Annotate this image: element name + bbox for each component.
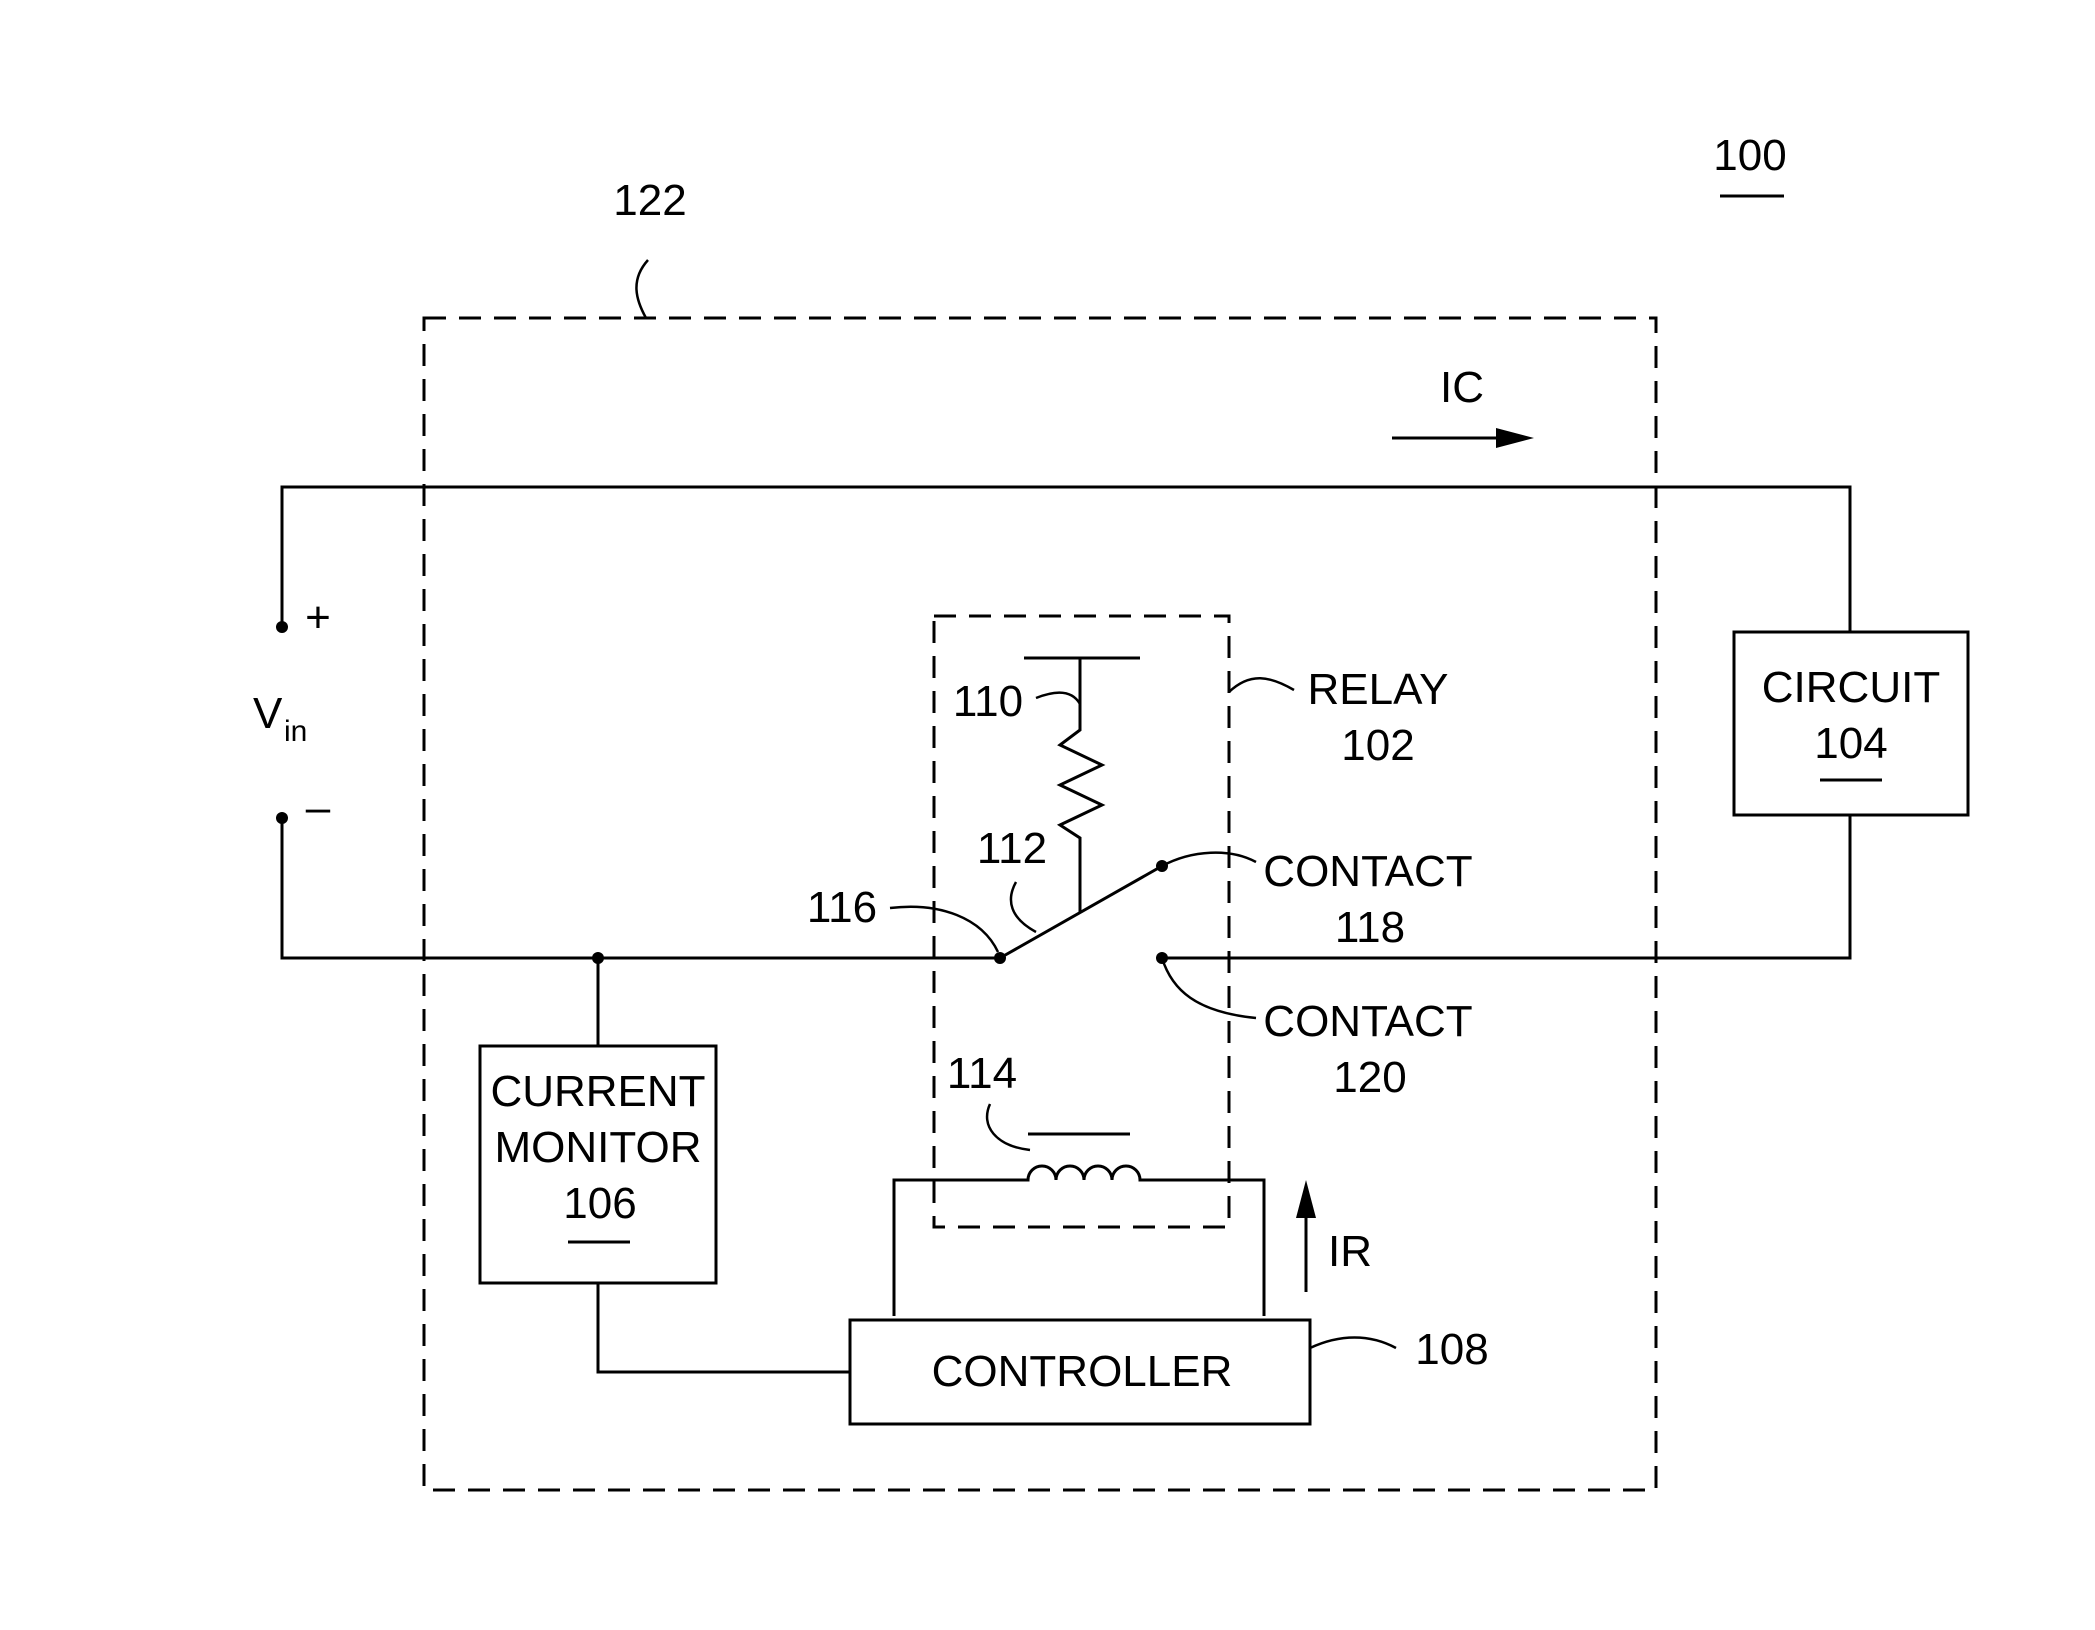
source-plus-terminal: [276, 621, 288, 633]
contact-120-name: CONTACT: [1263, 997, 1472, 1046]
contact-118-ref: 118: [1335, 903, 1405, 952]
contact-118: CONTACT 118: [1156, 847, 1473, 952]
spring-zigzag: [1060, 658, 1102, 913]
voltage-source: + – V in: [253, 593, 331, 832]
source-minus-terminal: [276, 812, 288, 824]
current-ic-arrow-head: [1496, 428, 1534, 448]
coil-leader: [987, 1104, 1030, 1150]
pivot-ref: 116: [807, 883, 877, 932]
current-ir-indicator: IR: [1296, 1180, 1372, 1292]
circuit-ref: 104: [1814, 719, 1887, 768]
contact-120: CONTACT 120: [1156, 952, 1473, 1102]
armature-ref: 112: [977, 824, 1047, 873]
circuit-block: CIRCUIT 104: [1734, 632, 1968, 815]
controller-leader: [1310, 1338, 1396, 1349]
contact-118-name: CONTACT: [1263, 847, 1472, 896]
current-monitor-line1: CURRENT: [490, 1067, 705, 1116]
contact-120-leader: [1162, 958, 1256, 1018]
current-ic-label: IC: [1440, 363, 1484, 412]
coil-ref: 114: [947, 1049, 1017, 1098]
source-plus-sign: +: [305, 593, 331, 642]
current-monitor-block: CURRENT MONITOR 106: [480, 1046, 716, 1283]
spring: 110: [953, 658, 1140, 913]
current-ir-label: IR: [1328, 1227, 1372, 1276]
controller-ref: 108: [1415, 1325, 1488, 1374]
enclosure-boundary: [424, 318, 1656, 1490]
figure-number: 100: [1713, 131, 1786, 196]
relay-leader: [1229, 678, 1294, 692]
current-ic-indicator: IC: [1392, 363, 1534, 448]
source-symbol: V: [253, 689, 283, 738]
pivot-dot: [994, 952, 1006, 964]
relay-name: RELAY: [1307, 665, 1448, 714]
monitor-junction-dot: [592, 952, 604, 964]
armature-leader: [1011, 882, 1036, 932]
pivot-leader: [890, 907, 998, 952]
current-ir-arrow-head: [1296, 1180, 1316, 1218]
spring-leader: [1036, 693, 1080, 704]
relay-ref: 102: [1341, 721, 1414, 770]
coil: 114: [894, 1049, 1264, 1316]
top-rail-wire: [282, 487, 1850, 632]
figure-number-label: 100: [1713, 131, 1786, 180]
controller-name: CONTROLLER: [932, 1347, 1233, 1396]
source-minus-sign: –: [306, 783, 331, 832]
bottom-rail-wire-left: [282, 818, 1000, 958]
monitor-to-controller-wire: [598, 1283, 850, 1372]
main-wiring: [282, 487, 1850, 1372]
contact-118-leader: [1162, 853, 1256, 866]
current-monitor-line2: MONITOR: [495, 1123, 702, 1172]
circuit-name: CIRCUIT: [1762, 663, 1940, 712]
current-monitor-ref: 106: [563, 1179, 636, 1228]
spring-ref: 110: [953, 677, 1023, 726]
enclosure-ref: 122: [613, 176, 686, 225]
armature: 112 116: [807, 824, 1162, 964]
controller-block: CONTROLLER 108: [850, 1320, 1489, 1424]
contact-120-ref: 120: [1333, 1053, 1406, 1102]
coil-winding: [894, 1166, 1264, 1316]
source-subscript: in: [284, 715, 307, 748]
enclosure-leader: [636, 260, 648, 318]
